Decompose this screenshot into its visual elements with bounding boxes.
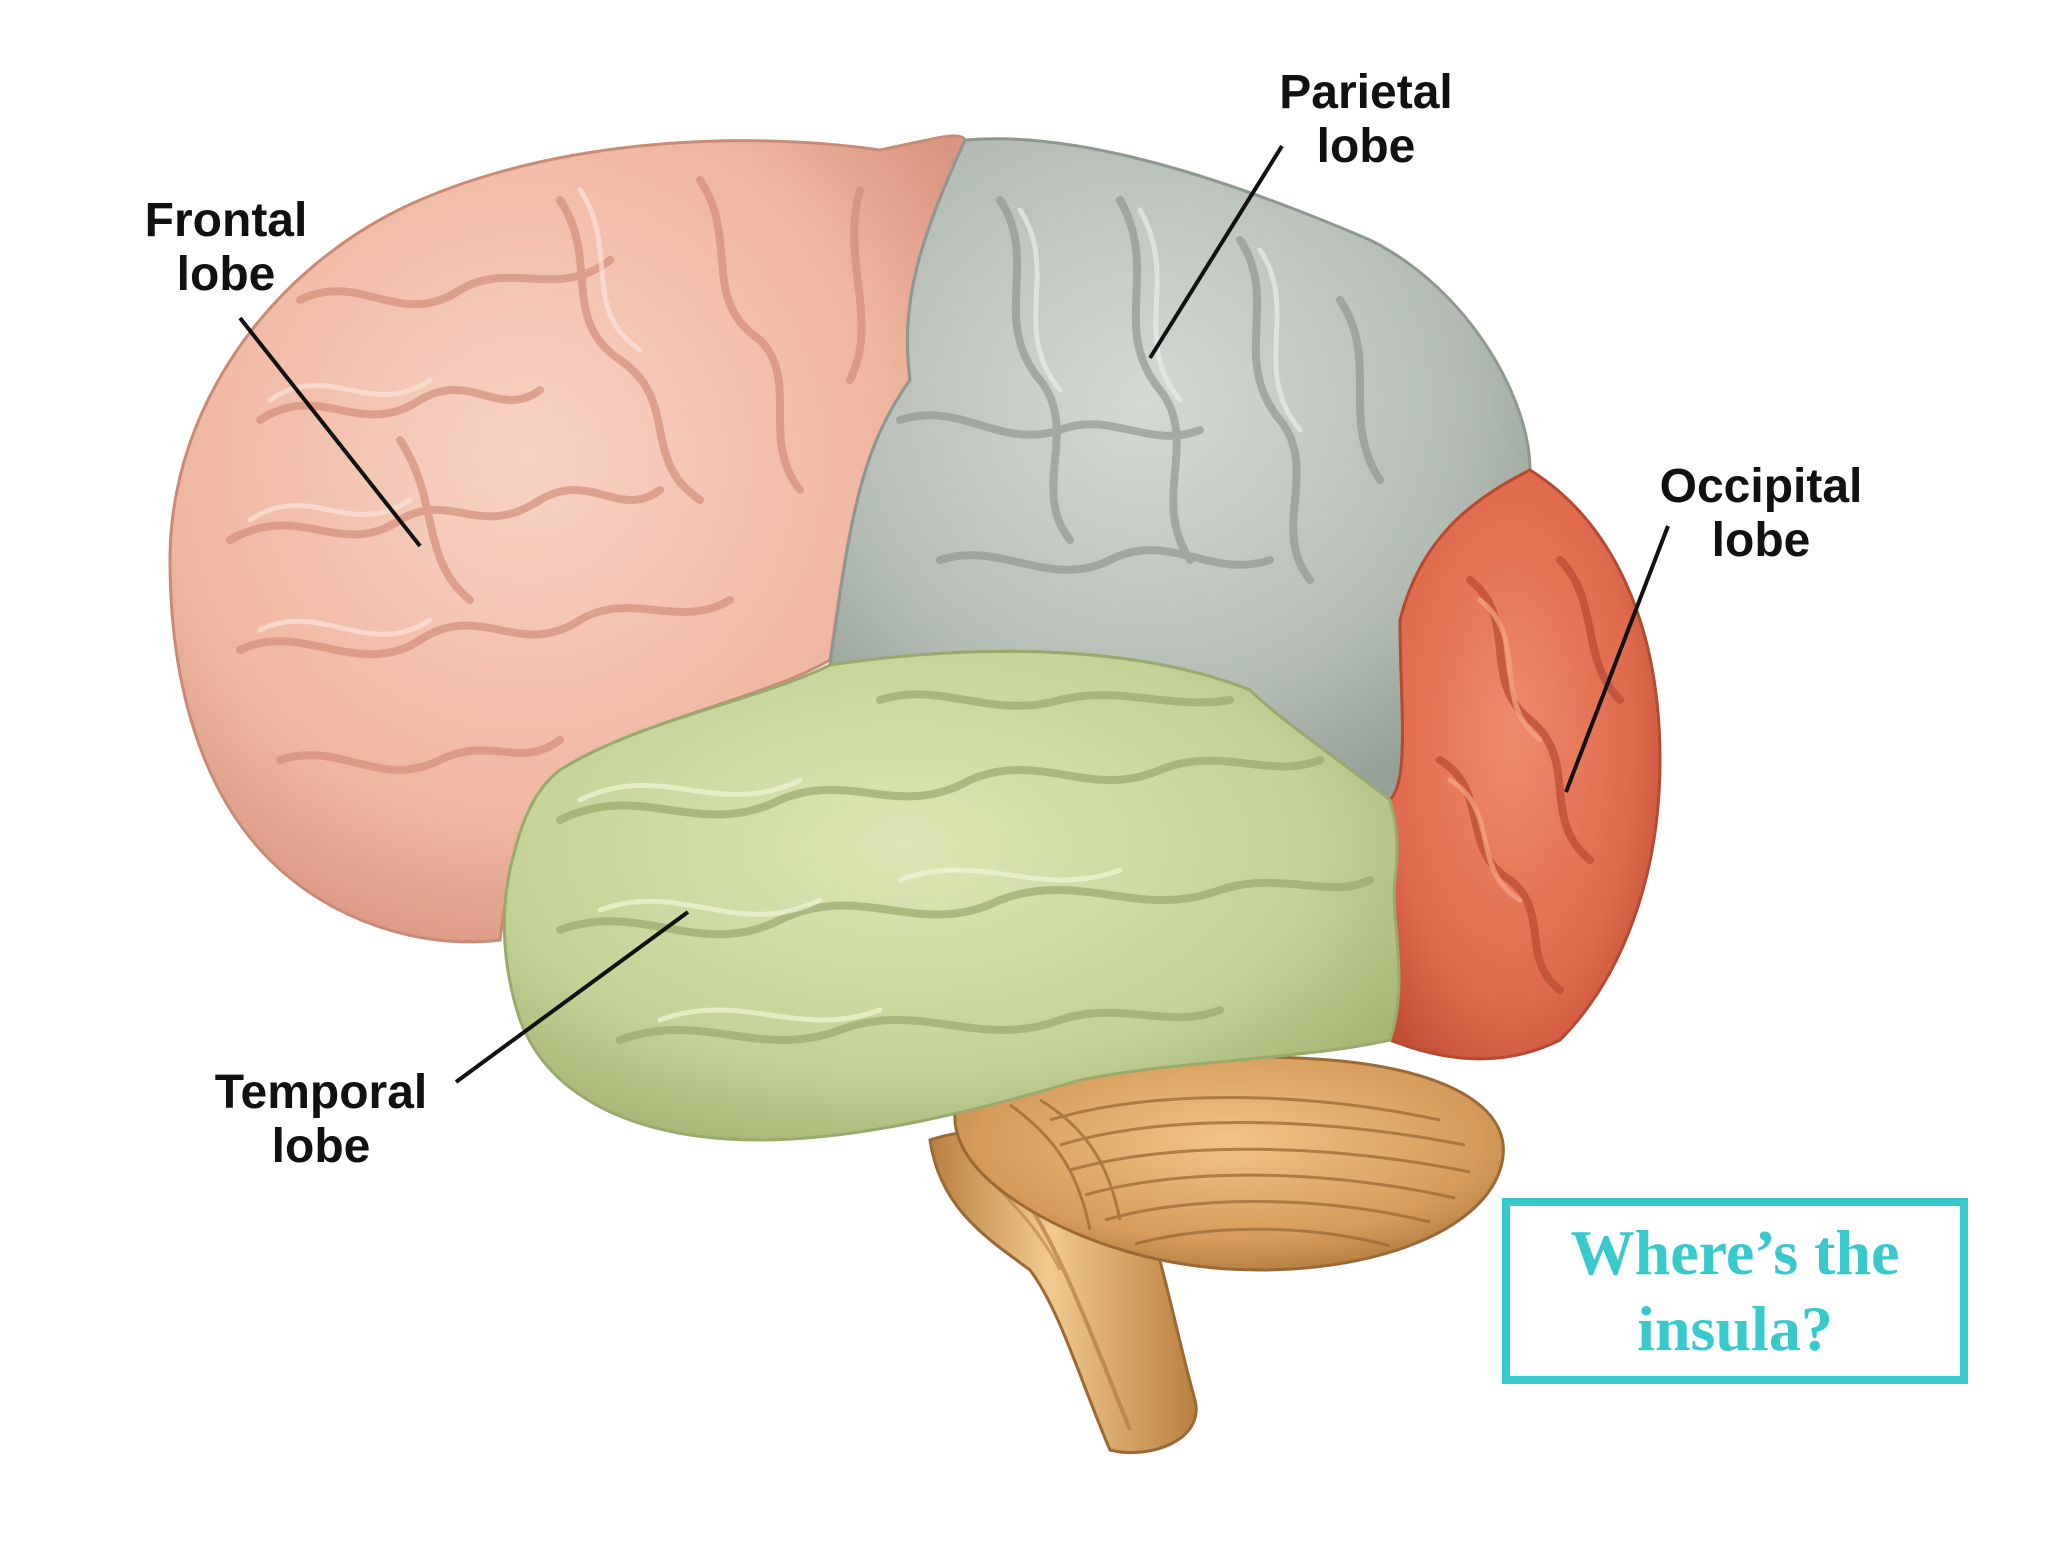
frontal-label-line2: lobe [176, 248, 276, 301]
parietal-lobe-label: Parietal lobe [1256, 66, 1476, 174]
callout-line1: Where’s the [1570, 1217, 1900, 1288]
frontal-label-line1: Frontal [144, 194, 308, 247]
parietal-leader-line [1148, 144, 1284, 360]
occipital-lobe [1388, 468, 1662, 1061]
occipital-lobe-label: Occipital lobe [1636, 460, 1886, 568]
occipital-label-line2: lobe [1711, 514, 1811, 567]
frontal-lobe-label: Frontal lobe [126, 194, 326, 302]
callout-line2: insula? [1637, 1293, 1833, 1364]
occipital-label-line1: Occipital [1659, 460, 1863, 513]
parietal-label-line2: lobe [1316, 120, 1416, 173]
occipital-leader-line [1564, 525, 1670, 793]
temporal-label-line1: Temporal [214, 1066, 428, 1119]
leader-lines [238, 144, 1670, 1084]
insula-question-callout: Where’s the insula? [1502, 1198, 1968, 1384]
temporal-label-line2: lobe [271, 1120, 371, 1173]
temporal-leader-line [454, 910, 690, 1084]
parietal-label-line1: Parietal [1279, 66, 1453, 119]
frontal-leader-line [238, 316, 422, 548]
temporal-lobe-label: Temporal lobe [196, 1066, 446, 1174]
